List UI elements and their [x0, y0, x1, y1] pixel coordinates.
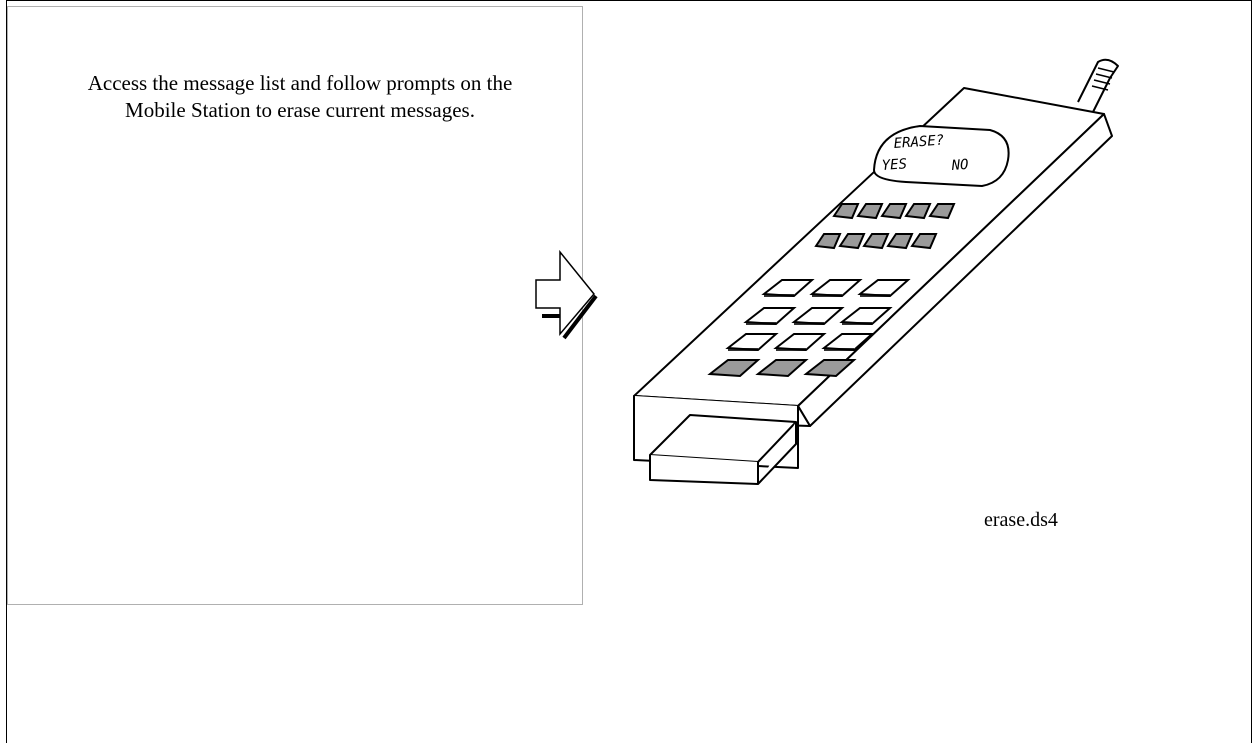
- mobile-phone-illustration: ERASE? YES NO: [620, 40, 1140, 510]
- screen-yes-text: YES: [881, 156, 907, 174]
- instruction-text: Access the message list and follow promp…: [20, 70, 580, 124]
- figure-caption: erase.ds4: [984, 508, 1058, 532]
- instruction-line-2: Mobile Station to erase current messages…: [20, 97, 580, 124]
- screen-no-text: NO: [950, 157, 969, 174]
- instruction-line-1: Access the message list and follow promp…: [20, 70, 580, 97]
- right-arrow-icon: [530, 246, 600, 342]
